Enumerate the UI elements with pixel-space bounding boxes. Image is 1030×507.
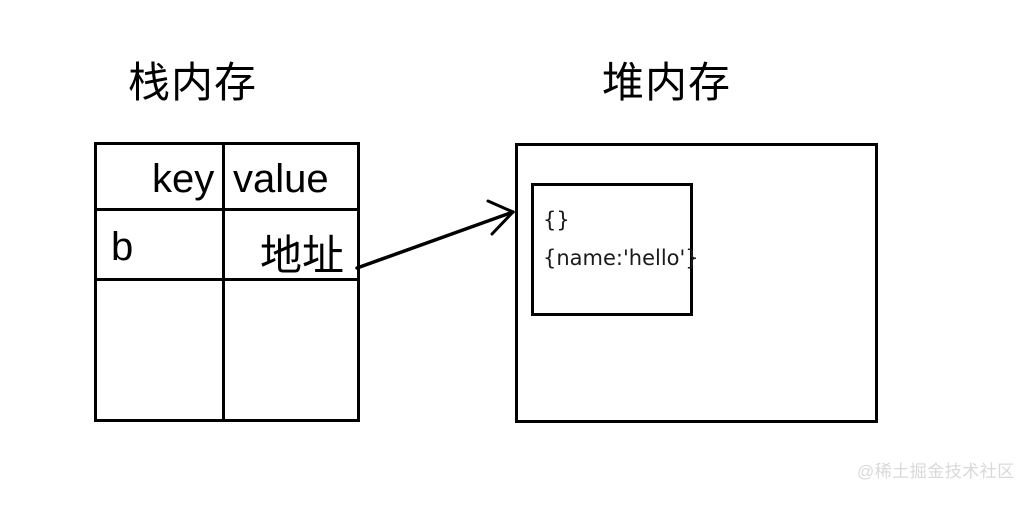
table-row-divider-2 bbox=[97, 278, 357, 281]
heap-memory-heading: 堆内存 bbox=[602, 59, 732, 106]
table-row-divider-1 bbox=[97, 208, 357, 211]
table-cell-key-b: b bbox=[111, 225, 134, 269]
heap-object-line-1: {name:'hello'} bbox=[543, 246, 699, 270]
heap-object-box: {} {name:'hello'} bbox=[531, 183, 699, 316]
table-cell-value-address: 地址 bbox=[260, 232, 345, 279]
reference-arrow-icon bbox=[355, 199, 515, 270]
table-header-value: value bbox=[233, 157, 329, 201]
table-column-divider bbox=[222, 145, 225, 419]
watermark-text: @稀土掘金技术社区 bbox=[857, 462, 1015, 481]
stack-memory-table: key value b 地址 bbox=[94, 142, 360, 422]
stack-memory-heading: 栈内存 bbox=[128, 59, 258, 106]
table-header-key: key bbox=[152, 157, 215, 201]
heap-memory-box: {} {name:'hello'} bbox=[515, 143, 878, 423]
heap-object-line-0: {} bbox=[543, 208, 570, 232]
